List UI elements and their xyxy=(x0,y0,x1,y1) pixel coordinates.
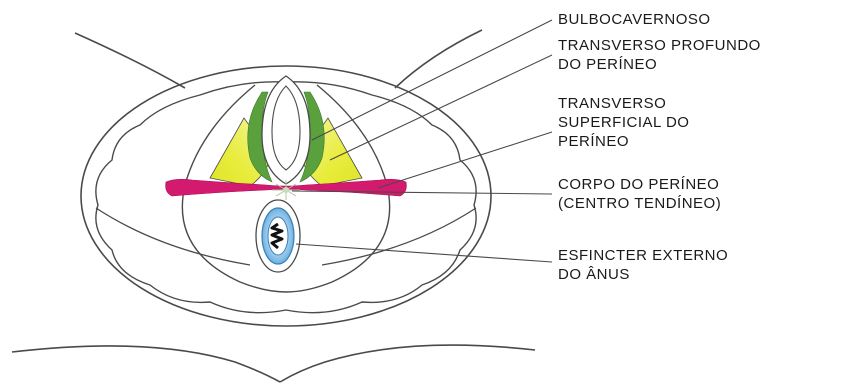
leader-corpo-perineo xyxy=(292,191,552,194)
label-transverso-superficial-line-3: PERÍNEO xyxy=(558,132,689,151)
vestibule-outer-outline xyxy=(262,76,310,184)
label-esfincter-line-2: DO ÂNUS xyxy=(558,265,728,284)
leader-transverso-superficial xyxy=(378,132,552,188)
label-corpo-perineo: CORPO DO PERÍNEO (CENTRO TENDÍNEO) xyxy=(558,175,721,213)
label-esfincter: ESFINCTER EXTERNO DO ÂNUS xyxy=(558,246,728,284)
left-thigh-contour xyxy=(75,33,185,88)
right-ischial-line xyxy=(322,208,476,265)
corpo-perineo-center xyxy=(272,180,300,200)
leader-bulbocavernoso xyxy=(312,20,552,140)
leader-esfincter xyxy=(296,244,552,262)
left-ischial-line xyxy=(96,208,250,265)
right-buttock-contour xyxy=(280,345,535,382)
label-corpo-perineo-line-2: (CENTRO TENDÍNEO) xyxy=(558,194,721,213)
label-transverso-superficial: TRANSVERSO SUPERFICIAL DO PERÍNEO xyxy=(558,94,689,151)
leader-transverso-profundo xyxy=(330,55,552,160)
label-transverso-profundo-line-2: DO PERÍNEO xyxy=(558,55,761,74)
label-transverso-profundo-line-1: TRANSVERSO PROFUNDO xyxy=(558,36,761,55)
label-bulbocavernoso-line-1: BULBOCAVERNOSO xyxy=(558,10,711,29)
right-thigh-contour xyxy=(395,30,482,88)
label-corpo-perineo-line-1: CORPO DO PERÍNEO xyxy=(558,175,721,194)
left-buttock-contour xyxy=(12,346,280,382)
label-esfincter-line-1: ESFINCTER EXTERNO xyxy=(558,246,728,265)
label-bulbocavernoso: BULBOCAVERNOSO xyxy=(558,10,711,29)
label-transverso-superficial-line-1: TRANSVERSO xyxy=(558,94,689,113)
label-transverso-superficial-line-2: SUPERFICIAL DO xyxy=(558,113,689,132)
label-transverso-profundo: TRANSVERSO PROFUNDO DO PERÍNEO xyxy=(558,36,761,74)
